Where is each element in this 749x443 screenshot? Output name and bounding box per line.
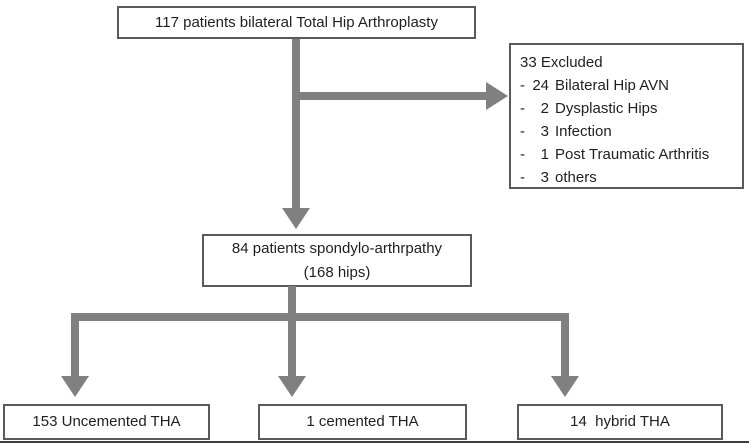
excluded-item-bullet: - [520,169,525,186]
outcome-box-uncemented: 153 Uncemented THA [3,404,210,440]
arrow-down-right-shaft [561,313,569,376]
outcome-box-uncemented-text: 153 Uncemented THA [32,413,181,430]
arrow-down-main-shaft [292,39,300,208]
arrow-down-left-shaft [71,313,79,376]
arrow-down-center-shaft [288,286,296,376]
split-bar [71,313,569,321]
cohort-box-line1: 84 patients spondylo-arthrpathy [231,239,443,257]
outcome-box-hybrid: 14 hybrid THA [517,404,723,440]
enrollment-box: 117 patients bilateral Total Hip Arthrop… [117,6,476,39]
excluded-item-label: others [555,169,597,186]
excluded-title: 33 Excluded [520,54,603,71]
excluded-item: - 3 Infection [520,120,734,143]
excluded-item: - 1 Post Traumatic Arthritis [520,143,734,166]
enrollment-box-text: 117 patients bilateral Total Hip Arthrop… [155,13,438,31]
excluded-item-bullet: - [520,123,525,140]
excluded-item-count: 3 [540,169,549,186]
arrow-right-excluded-head [486,82,508,110]
figure-bottom-rule [0,441,749,443]
cohort-box: 84 patients spondylo-arthrpathy (168 hip… [202,234,472,287]
excluded-item-count: 24 [532,77,549,94]
excluded-item-label: Post Traumatic Arthritis [555,146,710,163]
excluded-item-label: Dysplastic Hips [555,100,658,117]
arrow-down-left-head [61,376,89,397]
outcome-box-cemented-text: 1 cemented THA [306,413,419,430]
excluded-item-bullet: - [520,100,525,117]
excluded-item-bullet: - [520,146,525,163]
excluded-box: 33 Excluded - 24 Bilateral Hip AVN - 2 D… [509,43,744,189]
excluded-item-label: Infection [555,123,612,140]
outcome-box-hybrid-text: 14 hybrid THA [570,413,670,430]
arrow-down-center-head [278,376,306,397]
excluded-item-count: 3 [540,123,549,140]
excluded-item-bullet: - [520,77,525,94]
excluded-item: - 24 Bilateral Hip AVN [520,74,734,97]
excluded-item: - 2 Dysplastic Hips [520,97,734,120]
outcome-box-cemented: 1 cemented THA [258,404,467,440]
excluded-item: - 3 others [520,166,734,189]
cohort-box-line2: (168 hips) [303,263,371,281]
arrow-down-main-head [282,208,310,229]
excluded-item-label: Bilateral Hip AVN [555,77,669,94]
excluded-item-count: 2 [540,100,549,117]
arrow-right-excluded-shaft [296,92,486,100]
arrow-down-right-head [551,376,579,397]
excluded-item-count: 1 [540,146,549,163]
